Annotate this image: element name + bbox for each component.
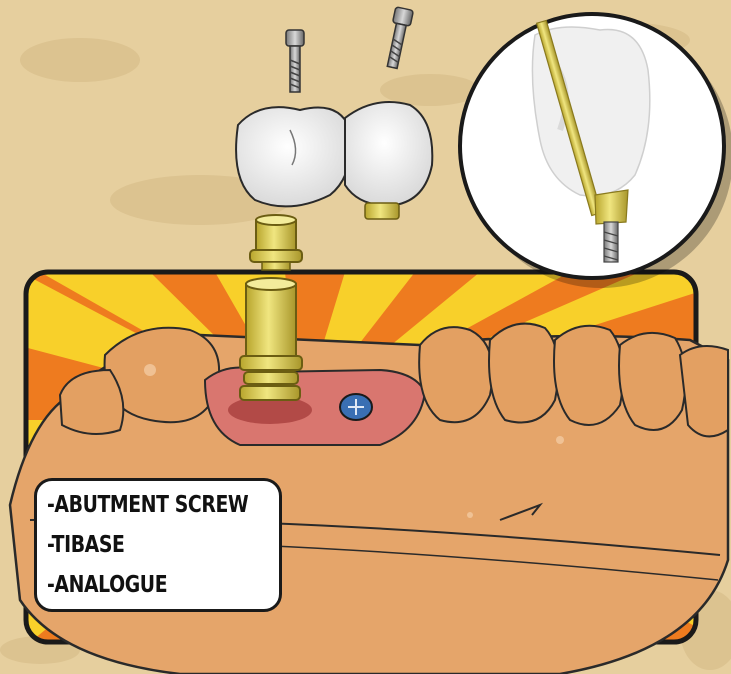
label-abutment-screw: -ABUTMENT SCREW — [47, 485, 229, 525]
legend-box: -ABUTMENT SCREW -TIBASE -ANALOGUE — [34, 478, 282, 612]
tibase-in-model — [240, 278, 302, 400]
label-analogue: -ANALOGUE — [47, 565, 229, 605]
tibase-icon — [250, 215, 302, 270]
label-tibase: -TIBASE — [47, 525, 229, 565]
